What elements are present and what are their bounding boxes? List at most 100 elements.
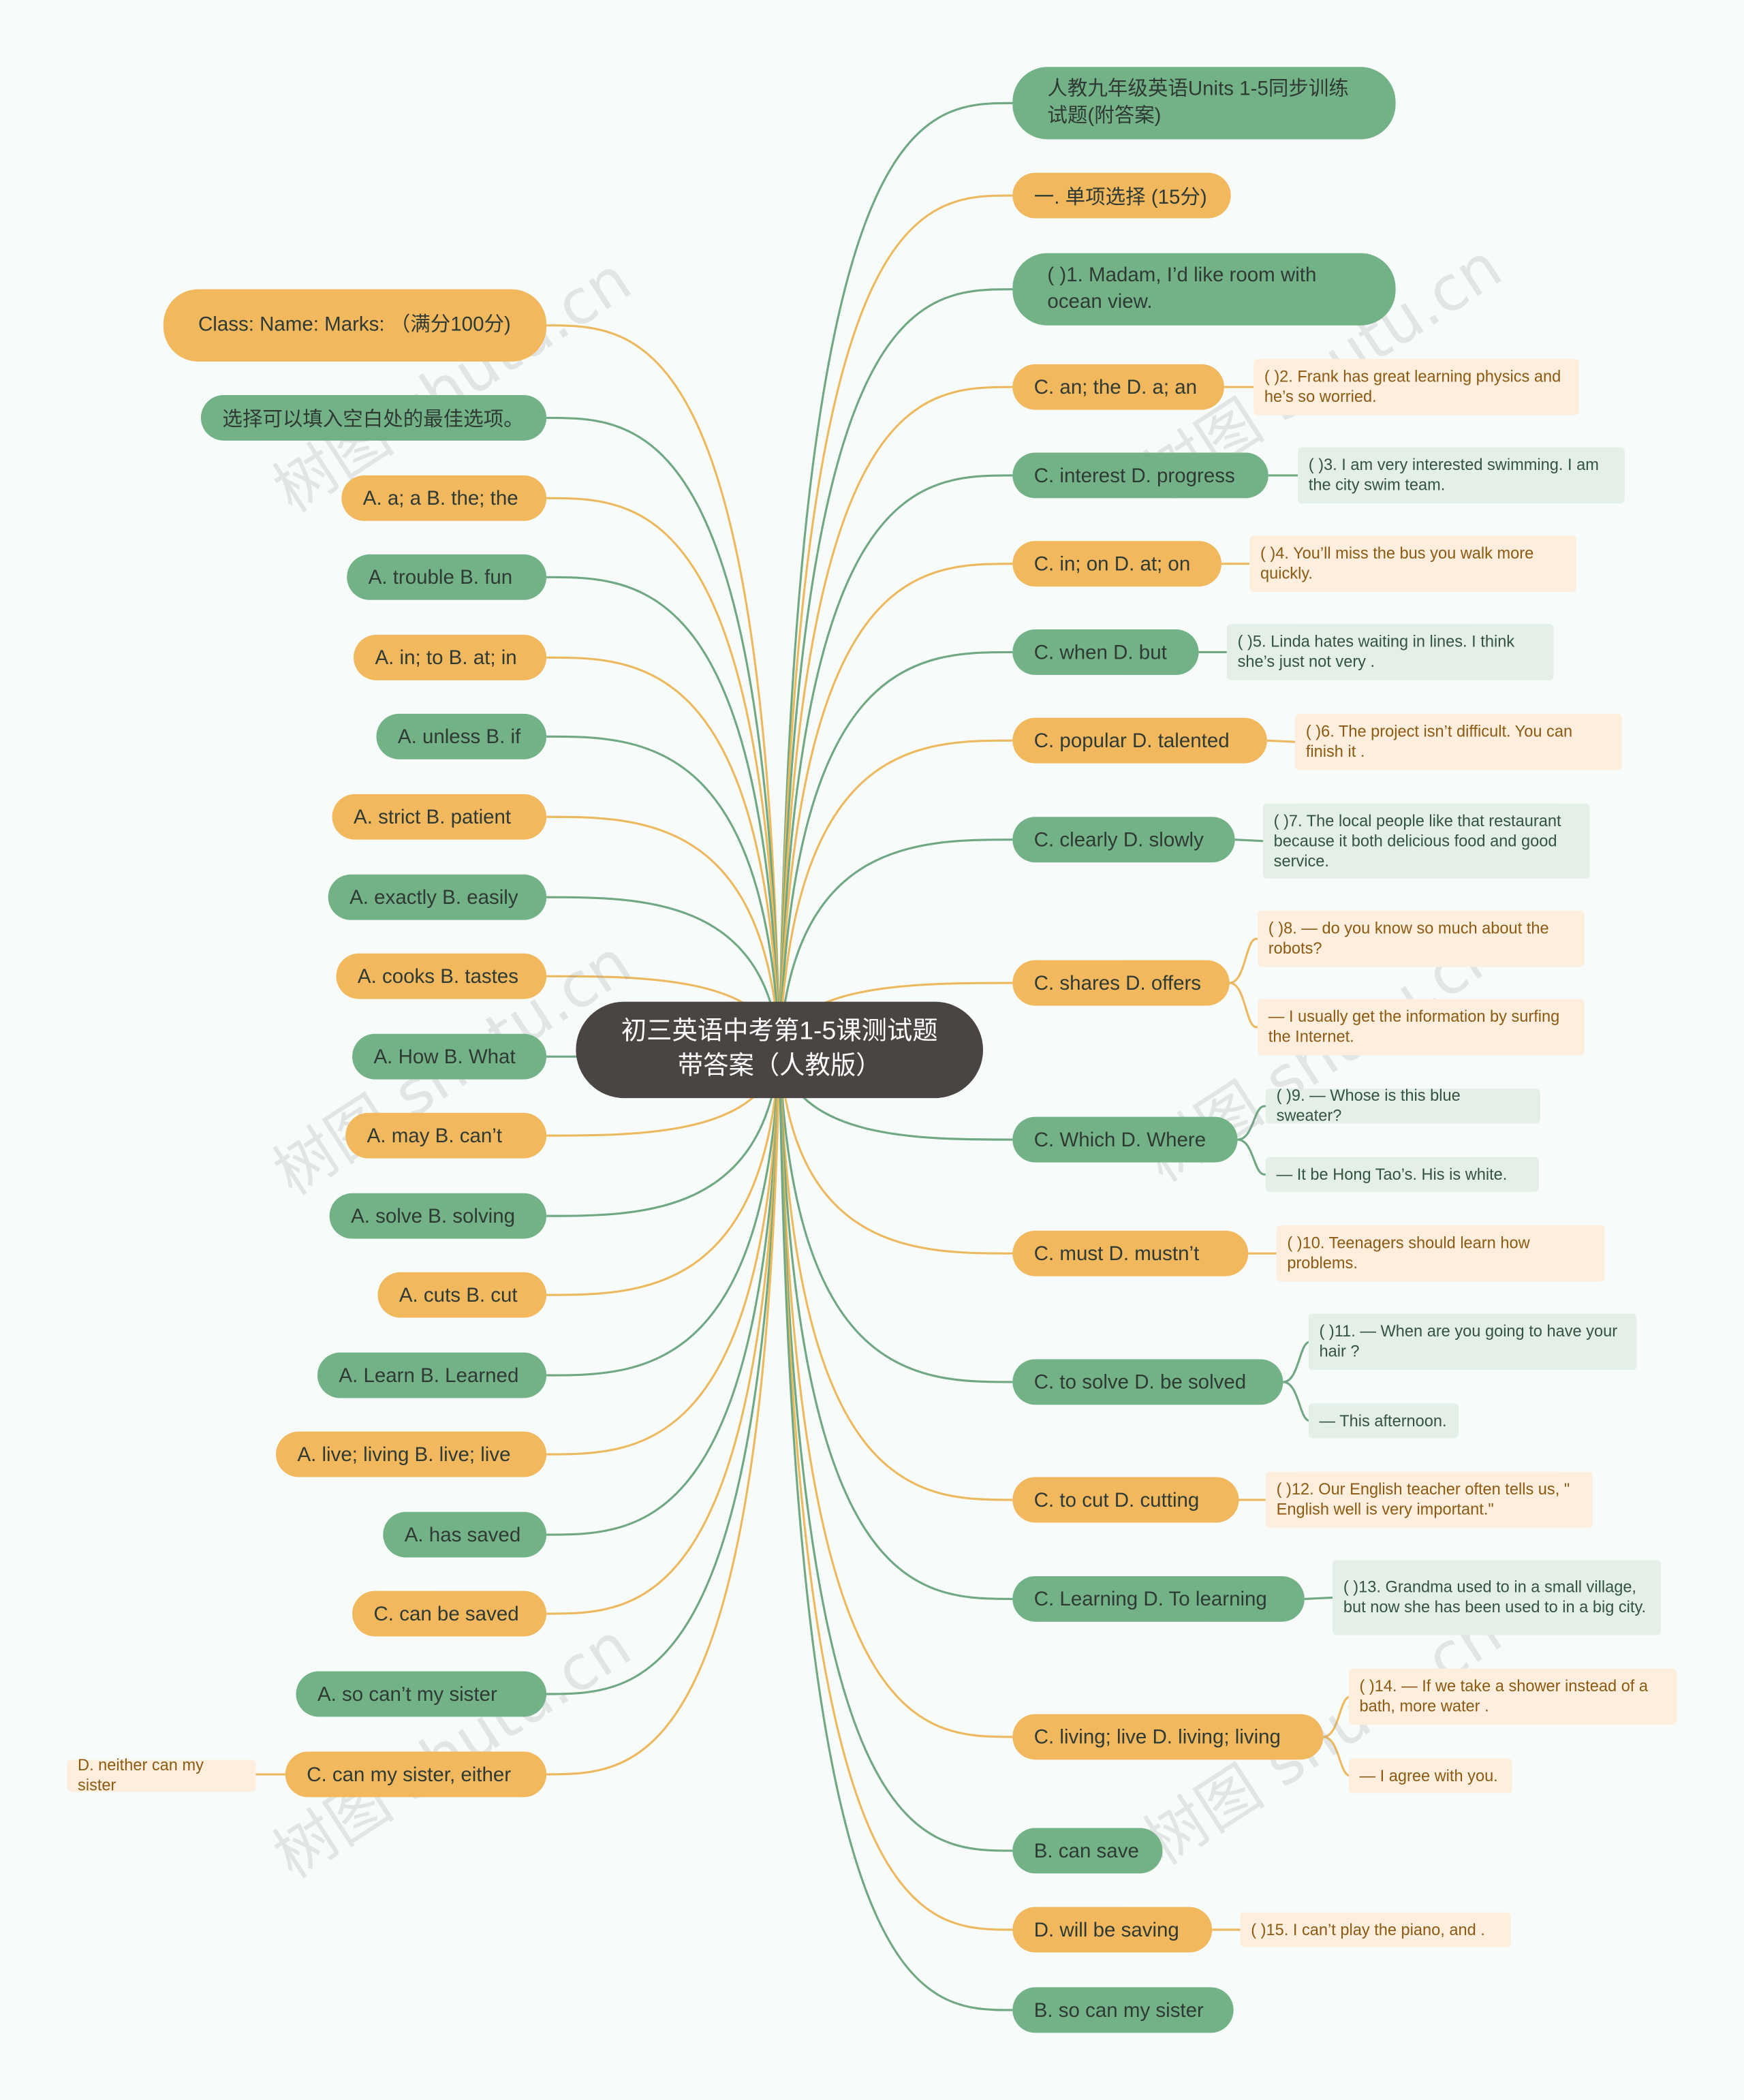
note-q7: ( )7. The local people like that restaur… — [1262, 803, 1590, 879]
right-node-2[interactable]: 一. 单项选择 (15分) — [1012, 172, 1231, 219]
right-link-19 — [778, 1050, 1013, 2011]
left-node-15[interactable]: A. live; living B. live; live — [275, 1431, 547, 1477]
right-node-10[interactable]: C. shares D. offers — [1012, 960, 1230, 1006]
left-link-6 — [546, 735, 781, 1050]
right-link-18 — [778, 1050, 1013, 1931]
left-node-18[interactable]: A. so can’t my sister — [296, 1671, 547, 1717]
right-node-15[interactable]: C. Learning D. To learning — [1012, 1576, 1305, 1622]
right-link-3 — [778, 288, 1013, 1050]
right-node-8[interactable]: C. popular D. talented — [1012, 717, 1267, 764]
left-link-17 — [546, 1050, 781, 1615]
right-node-18[interactable]: D. will be saving — [1012, 1907, 1213, 1953]
right-node-5[interactable]: C. interest D. progress — [1012, 452, 1268, 499]
left-node-16[interactable]: A. has saved — [383, 1511, 547, 1558]
note-q2: ( )2. Frank has great learning physics a… — [1254, 358, 1579, 416]
note-q5: ( )5. Linda hates waiting in lines. I th… — [1226, 624, 1554, 680]
right-node-9[interactable]: C. clearly D. slowly — [1012, 817, 1235, 863]
right-link-17 — [778, 1050, 1013, 1852]
right-link-15 — [778, 1050, 1013, 1600]
left-link-16 — [546, 1050, 781, 1536]
left-node-6[interactable]: A. unless B. if — [376, 713, 547, 759]
note-q11a: ( )11. — When are you going to have your… — [1308, 1313, 1637, 1370]
right-node-11[interactable]: C. Which D. Where — [1012, 1116, 1238, 1163]
right-link-13 — [778, 1050, 1013, 1383]
note-link-note-q8b — [1229, 982, 1258, 1029]
right-node-7[interactable]: C. when D. but — [1012, 629, 1199, 675]
note-q8b: — I usually get the information by surfi… — [1258, 999, 1585, 1056]
right-link-12 — [778, 1050, 1013, 1255]
note-link-note-q11b — [1283, 1381, 1311, 1422]
left-node-10[interactable]: A. How B. What — [352, 1033, 547, 1080]
central-topic[interactable]: 初三英语中考第1-5课测试题带答案（人教版） — [576, 1001, 984, 1099]
left-node-3[interactable]: A. a; a B. the; the — [341, 475, 547, 521]
left-node-12[interactable]: A. solve B. solving — [329, 1193, 547, 1239]
left-node-11[interactable]: A. may B. can’t — [345, 1112, 547, 1159]
right-node-16[interactable]: C. living; live D. living; living — [1012, 1714, 1324, 1760]
note-link-note-q13 — [1304, 1596, 1333, 1600]
left-link-12 — [546, 1050, 781, 1217]
left-node-14[interactable]: A. Learn B. Learned — [317, 1352, 547, 1398]
note-q4: ( )4. You’ll miss the bus you walk more … — [1249, 535, 1576, 592]
note-q13: ( )13. Grandma used to in a small villag… — [1333, 1560, 1661, 1635]
note-link-note-q9b — [1237, 1138, 1266, 1176]
left-link-14 — [546, 1050, 781, 1377]
left-node-2[interactable]: 选择可以填入空白处的最佳选项。 — [200, 394, 547, 441]
right-link-1 — [778, 101, 1013, 1050]
left-note: D. neither can my sister — [67, 1755, 256, 1794]
right-node-17[interactable]: B. can save — [1012, 1828, 1163, 1874]
left-node-5[interactable]: A. in; to B. at; in — [354, 634, 547, 680]
right-link-7 — [778, 651, 1013, 1050]
left-link-15 — [546, 1050, 781, 1456]
left-node-1[interactable]: Class: Name: Marks: （满分100分) — [163, 289, 547, 362]
left-node-8[interactable]: A. exactly B. easily — [328, 874, 547, 920]
left-node-13[interactable]: A. cuts B. cut — [377, 1272, 547, 1318]
left-link-18 — [546, 1050, 781, 1695]
right-node-12[interactable]: C. must D. mustn’t — [1012, 1230, 1249, 1276]
right-link-2 — [778, 194, 1013, 1050]
left-link-5 — [546, 656, 781, 1050]
note-q14b: — I agree with you. — [1348, 1758, 1512, 1793]
right-link-8 — [778, 739, 1013, 1050]
note-q14a: ( )14. — If we take a shower instead of … — [1348, 1668, 1677, 1725]
note-q8a: ( )8. — do you know so much about the ro… — [1258, 910, 1585, 967]
right-node-13[interactable]: C. to solve D. be solved — [1012, 1359, 1283, 1405]
note-q12: ( )12. Our English teacher often tells u… — [1265, 1471, 1593, 1529]
left-link-3 — [546, 497, 781, 1050]
note-link-note-q7 — [1234, 839, 1264, 843]
right-link-6 — [778, 563, 1013, 1050]
left-node-9[interactable]: A. cooks B. tastes — [336, 953, 547, 999]
right-node-14[interactable]: C. to cut D. cutting — [1012, 1477, 1239, 1523]
right-node-6[interactable]: C. in; on D. at; on — [1012, 541, 1221, 587]
note-link-note-q11a — [1283, 1341, 1311, 1383]
note-link-note-q6 — [1266, 739, 1296, 743]
right-node-3[interactable]: ( )1. Madam, I’d like room with ocean vi… — [1012, 253, 1396, 326]
note-q10: ( )10. Teenagers should learn how proble… — [1276, 1225, 1605, 1282]
note-q11b: — This afternoon. — [1308, 1403, 1459, 1439]
right-node-1[interactable]: 人教九年级英语Units 1-5同步训练试题(附答案) — [1012, 67, 1396, 140]
left-link-1 — [546, 324, 781, 1050]
note-q9b: — It be Hong Tao’s. His is white. — [1265, 1157, 1539, 1192]
note-q3: ( )3. I am very interested swimming. I a… — [1298, 447, 1625, 504]
left-link-4 — [546, 576, 781, 1050]
left-link-8 — [546, 896, 781, 1050]
left-node-4[interactable]: A. trouble B. fun — [347, 554, 547, 600]
right-node-19[interactable]: B. so can my sister — [1012, 1987, 1234, 2033]
left-node-19[interactable]: C. can my sister, either — [285, 1751, 547, 1798]
right-node-4[interactable]: C. an; the D. a; an — [1012, 364, 1224, 410]
note-link-note-q8a — [1229, 937, 1258, 984]
left-link-19 — [546, 1050, 781, 1776]
left-link-7 — [546, 815, 781, 1050]
left-link-2 — [546, 416, 781, 1050]
left-node-7[interactable]: A. strict B. patient — [332, 794, 547, 840]
right-link-5 — [778, 474, 1013, 1050]
note-q6: ( )6. The project isn’t difficult. You c… — [1295, 713, 1622, 770]
note-q9a: ( )9. — Whose is this blue sweater? — [1265, 1086, 1540, 1125]
left-link-13 — [546, 1050, 781, 1296]
right-link-14 — [778, 1050, 1013, 1501]
right-link-4 — [778, 386, 1013, 1050]
note-q15: ( )15. I can’t play the piano, and . — [1240, 1912, 1511, 1947]
note-link-note-q9a — [1237, 1105, 1266, 1141]
right-link-9 — [778, 839, 1013, 1050]
left-node-17[interactable]: C. can be saved — [352, 1590, 547, 1637]
